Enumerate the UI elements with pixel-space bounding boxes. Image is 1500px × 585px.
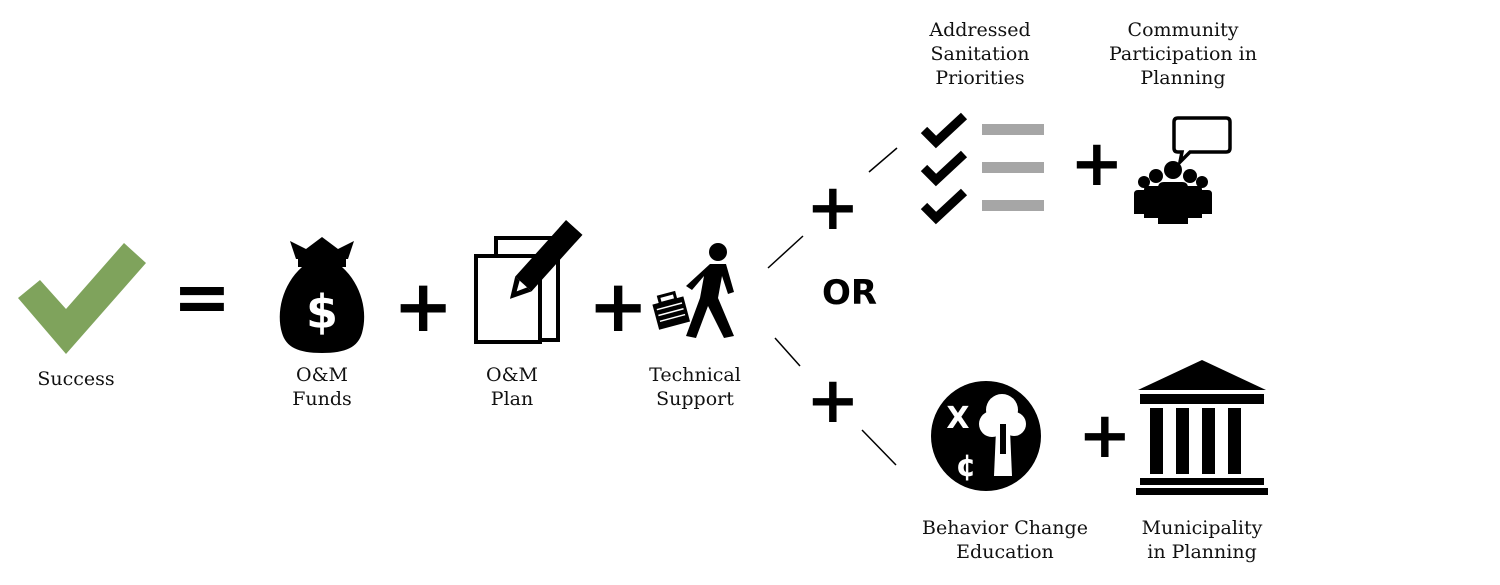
- walking-person-briefcase-icon: [652, 243, 734, 338]
- plus-symbol: +: [1070, 127, 1124, 201]
- equals-symbol: =: [172, 256, 232, 338]
- svg-text:$: $: [306, 285, 338, 339]
- om-funds-label: O&M Funds: [292, 364, 352, 410]
- plus-symbol: +: [806, 364, 860, 438]
- checklist-icon: [920, 112, 1044, 225]
- government-building-icon: [1136, 360, 1268, 495]
- document-pencil-icon: [474, 220, 583, 344]
- success-label: Success: [37, 368, 115, 390]
- plus-symbol: +: [1078, 399, 1132, 473]
- svg-text:X: X: [946, 401, 969, 436]
- plus-symbol: +: [806, 171, 860, 245]
- money-bag-icon: $: [279, 237, 365, 353]
- svg-text:¢: ¢: [956, 449, 977, 484]
- addressed-priorities-label: Addressed Sanitation Priorities: [929, 19, 1031, 89]
- check-icon: [18, 243, 146, 354]
- behavior-change-circle-icon: X ¢: [931, 381, 1041, 491]
- plus-symbol: +: [588, 264, 649, 348]
- plus-symbol: +: [393, 264, 454, 348]
- om-plan-label: O&M Plan: [486, 364, 538, 410]
- community-participation-label: Community Participation in Planning: [1108, 19, 1257, 89]
- community-speech-icon: [1134, 116, 1232, 224]
- behavior-change-label: Behavior Change Education: [922, 517, 1088, 563]
- technical-support-label: Technical Support: [649, 364, 741, 410]
- municipality-label: Municipality in Planning: [1141, 517, 1263, 563]
- or-label: OR: [822, 273, 878, 313]
